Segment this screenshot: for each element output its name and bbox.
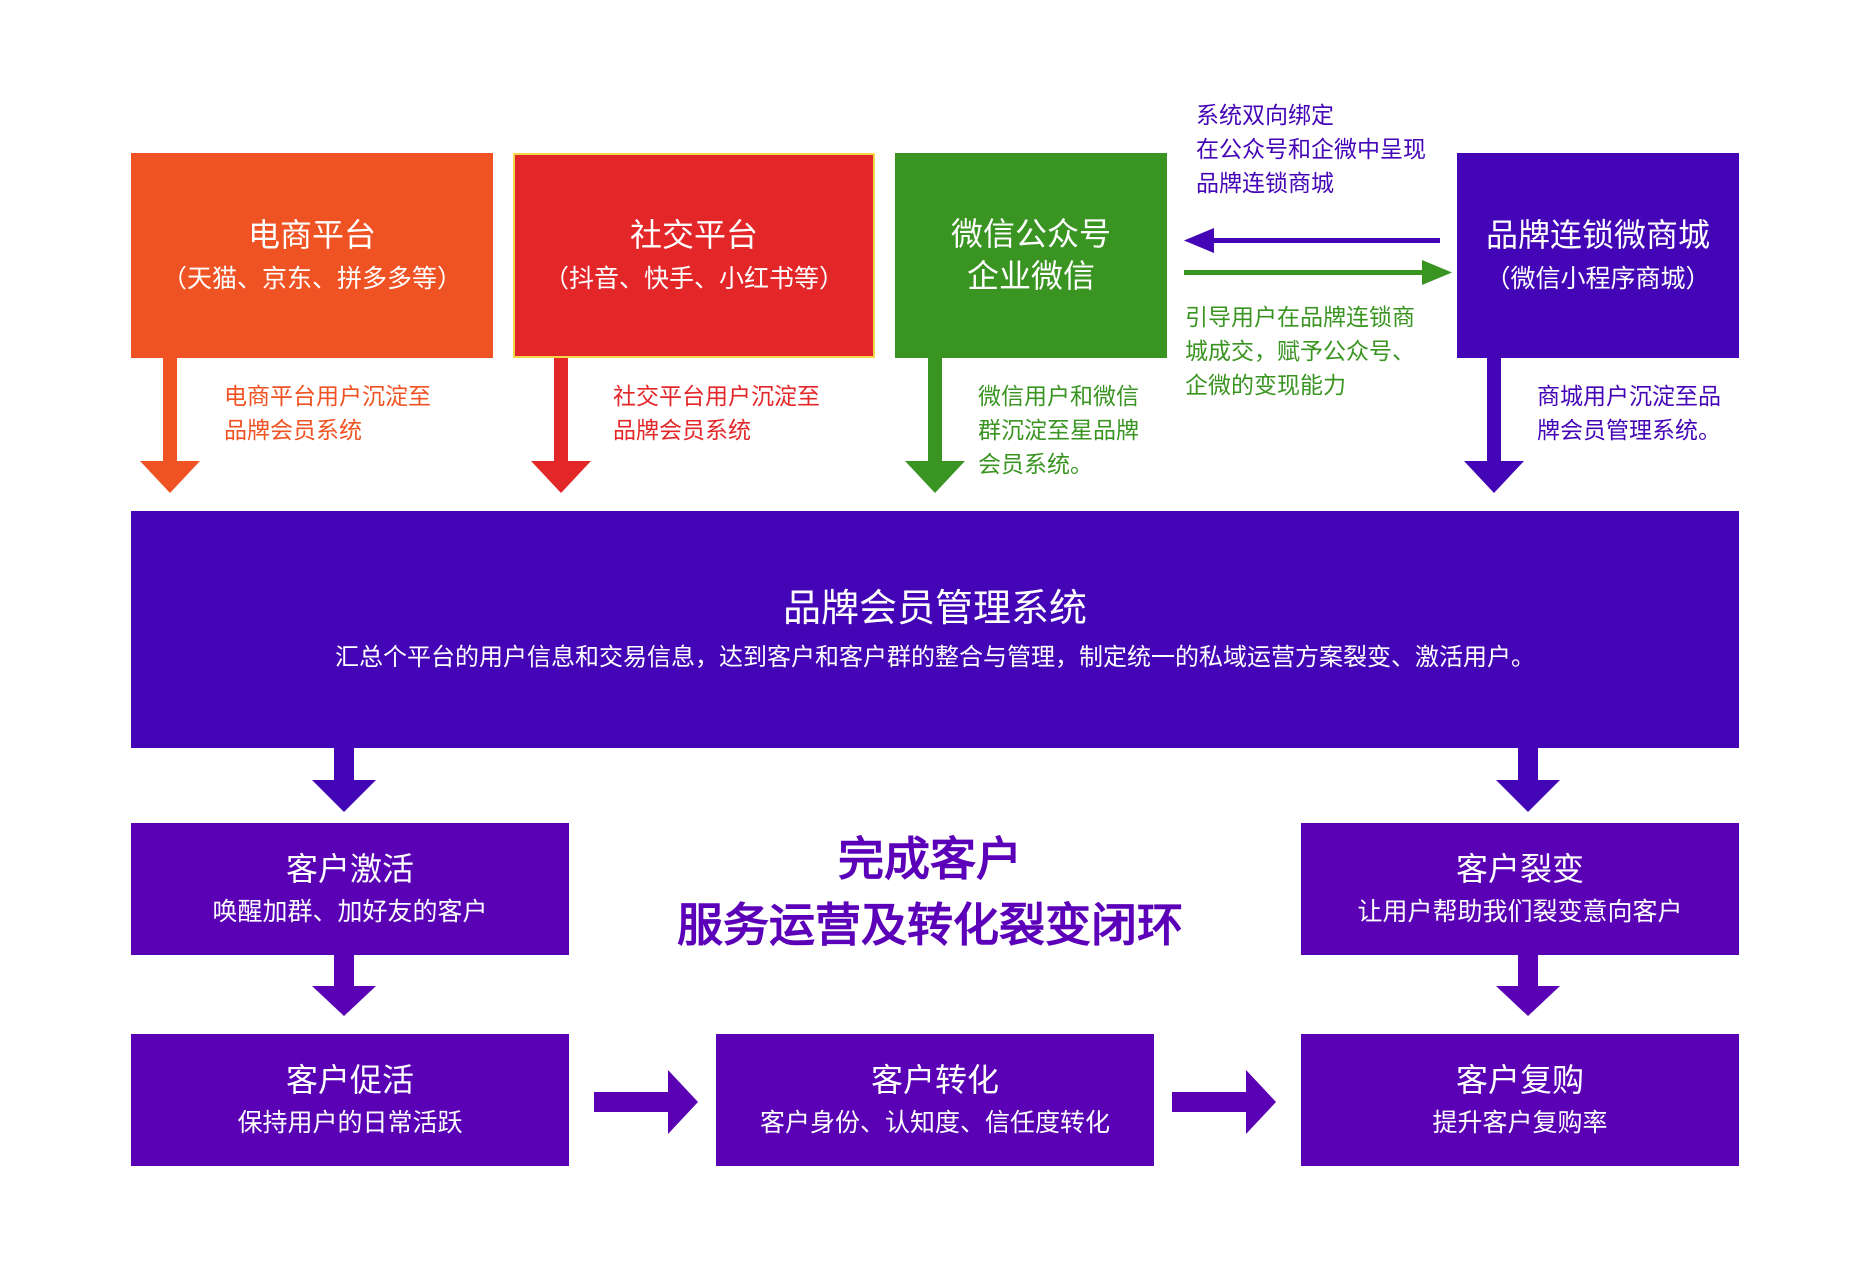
customer-convert-subtitle: 客户身份、认知度、信任度转化 — [759, 1108, 1110, 1138]
social-platform-box: 社交平台 （抖音、快手、小红书等） — [513, 153, 875, 358]
system-left-down-arrow — [312, 748, 376, 812]
social-platform-title: 社交平台 — [629, 216, 758, 255]
wechat-note: 微信用户和微信 群沉淀至星品牌 会员系统。 — [978, 384, 1139, 478]
ecommerce-platform-box: 电商平台 （天猫、京东、拼多多等） — [131, 153, 493, 358]
member-system-description: 汇总个平台的用户信息和交易信息，达到客户和客户群的整合与管理，制定统一的私域运营… — [335, 643, 1535, 672]
ecommerce-down-arrow — [140, 358, 200, 493]
member-system-box: 品牌会员管理系统 汇总个平台的用户信息和交易信息，达到客户和客户群的整合与管理，… — [131, 511, 1739, 748]
customer-repurchase-title: 客户复购 — [1455, 1060, 1584, 1099]
ecommerce-platform-subtitle: （天猫、京东、拼多多等） — [161, 263, 462, 293]
binding-right-arrow — [1184, 260, 1452, 285]
wechat-down-arrow — [905, 358, 965, 493]
binding-left-arrow — [1184, 228, 1440, 253]
ecommerce-note: 电商平台用户沉淀至 品牌会员系统 — [224, 384, 431, 444]
customer-promote-box: 客户促活 保持用户的日常活跃 — [131, 1034, 569, 1166]
wechat-official-title: 微信公众号 — [950, 214, 1111, 253]
activate-to-promote-arrow — [312, 955, 376, 1016]
customer-fission-title: 客户裂变 — [1455, 849, 1584, 888]
customer-convert-box: 客户转化 客户身份、认知度、信任度转化 — [716, 1034, 1154, 1166]
system-right-down-arrow — [1496, 748, 1560, 812]
customer-fission-subtitle: 让用户帮助我们裂变意向客户 — [1357, 897, 1683, 927]
social-note: 社交平台用户沉淀至 品牌会员系统 — [613, 384, 820, 444]
wechat-official-box: 微信公众号 企业微信 — [895, 153, 1167, 358]
binding-top-note: 系统双向绑定 在公众号和企微中呈现 品牌连锁商城 — [1196, 103, 1426, 197]
customer-repurchase-box: 客户复购 提升客户复购率 — [1301, 1034, 1739, 1166]
customer-activate-title: 客户激活 — [285, 849, 414, 888]
binding-bottom-note: 引导用户在品牌连锁商 城成交，赋予公众号、 企微的变现能力 — [1185, 305, 1415, 399]
convert-to-repurchase-arrow — [1172, 1070, 1276, 1134]
social-down-arrow — [531, 358, 591, 493]
brand-mall-title: 品牌连锁微商城 — [1485, 216, 1710, 255]
customer-promote-title: 客户促活 — [285, 1060, 414, 1099]
customer-fission-box: 客户裂变 让用户帮助我们裂变意向客户 — [1301, 823, 1739, 955]
wechat-work-title: 企业微信 — [966, 256, 1095, 295]
customer-convert-title: 客户转化 — [870, 1060, 999, 1099]
ecommerce-platform-title: 电商平台 — [247, 216, 376, 255]
customer-promote-subtitle: 保持用户的日常活跃 — [237, 1108, 463, 1138]
closed-loop-title: 完成客户 服务运营及转化裂变闭环 — [677, 832, 1183, 952]
customer-activate-subtitle: 唤醒加群、加好友的客户 — [212, 897, 488, 927]
brand-mall-subtitle: （微信小程序商城） — [1485, 263, 1711, 293]
brand-mall-box: 品牌连锁微商城 （微信小程序商城） — [1457, 153, 1739, 358]
customer-repurchase-subtitle: 提升客户复购率 — [1432, 1108, 1608, 1138]
social-platform-subtitle: （抖音、快手、小红书等） — [543, 263, 844, 293]
mall-down-arrow — [1464, 358, 1524, 493]
mall-note: 商城用户沉淀至品 牌会员管理系统。 — [1537, 384, 1721, 444]
member-system-title: 品牌会员管理系统 — [782, 585, 1087, 630]
customer-activate-box: 客户激活 唤醒加群、加好友的客户 — [131, 823, 569, 955]
fission-to-repurchase-arrow — [1496, 955, 1560, 1016]
promote-to-convert-arrow — [594, 1070, 698, 1134]
